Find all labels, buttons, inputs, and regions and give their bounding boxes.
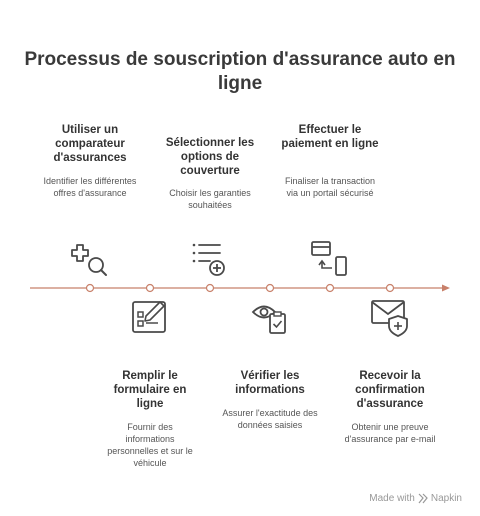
step-6-title: Recevoir la confirmation d'assurance [355,370,425,410]
step-4-description: Assurer l'exactitude des données saisies [222,408,318,430]
step-1-description: Identifier les différentes offres d'assu… [43,176,137,198]
timeline-node-5 [325,283,335,293]
timeline-node-6 [385,283,395,293]
napkin-logo-icon [418,493,428,504]
step-2-title: Remplir le formulaire en ligne [113,370,187,410]
step-3-description: Choisir les garanties souhaitées [169,188,251,210]
timeline-node-3 [205,283,215,293]
payment-icon [311,241,347,276]
diagram-title: Processus de souscription d'assurance au… [24,49,456,94]
napkin-credit: Made with Napkin [369,493,462,504]
step-3-title: Sélectionner les options de couverture [165,137,255,177]
timeline-arrow [442,284,450,292]
search-plus-icon [71,244,107,276]
step-4-title: Vérifier les informations [235,370,305,396]
list-add-icon [192,243,225,276]
form-icon [132,301,166,333]
made-with-label: Made with [369,493,415,504]
mail-shield-icon [371,300,408,337]
step-5-title: Effectuer le paiement en ligne [281,124,379,150]
verify-icon [251,305,286,334]
timeline-node-4 [265,283,275,293]
timeline-node-1 [85,283,95,293]
step-5-description: Finaliser la transaction via un portail … [284,176,376,198]
napkin-brand: Napkin [430,493,462,504]
timeline-node-2 [145,283,155,293]
step-1-title: Utiliser un comparateur d'assurances [53,124,127,164]
step-2-description: Fournir des informations personnelles et… [107,422,193,468]
step-6-description: Obtenir une preuve d'assurance par e-mai… [344,422,436,444]
